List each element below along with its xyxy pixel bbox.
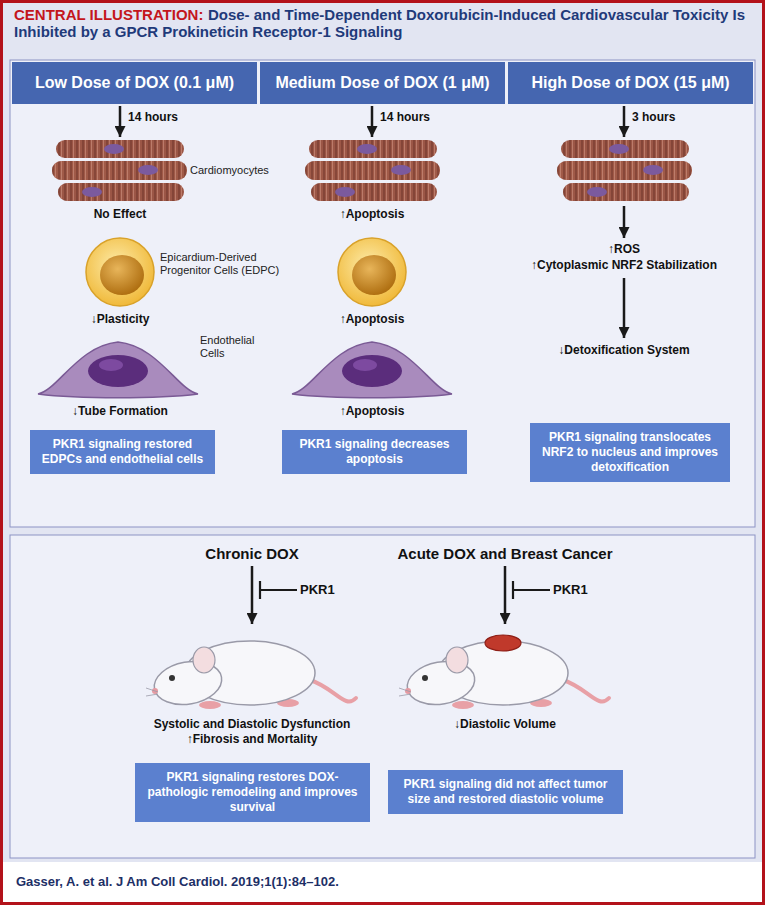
flow-arrow <box>623 106 626 137</box>
effect-label: ↑Cytoplasmic NRF2 Stabilization <box>504 258 744 273</box>
endothelial-cell-picture <box>38 342 198 398</box>
label-holder: Chronic DOX <box>142 545 362 563</box>
effect-label: No Effect <box>45 207 195 222</box>
finding-box: PKR1 signaling did not affect tumor size… <box>388 770 623 814</box>
effect-label: ↑Apoptosis <box>297 207 447 222</box>
label-holder: PKR1 <box>553 582 623 598</box>
progenitor-cell-picture <box>86 238 154 306</box>
label-holder: ↓Plasticity <box>45 312 195 327</box>
mouse-picture <box>146 641 356 710</box>
progenitor-cell-picture <box>338 238 406 306</box>
dose-heading: Medium Dose of DOX (1 μM) <box>275 74 489 92</box>
outcome-label: ↑Fibrosis and Mortality <box>122 732 382 747</box>
time-label: 14 hours <box>128 110 208 125</box>
inhibition-symbol <box>260 589 297 591</box>
label-holder: Acute DOX and Breast Cancer <box>365 545 645 563</box>
label-holder: ↓Detoxification System <box>504 343 744 358</box>
illustration-tag: CENTRAL ILLUSTRATION: <box>14 6 203 23</box>
flow-arrow <box>371 106 374 137</box>
label-holder: ↓Tube Formation <box>35 404 205 419</box>
cell-label: Epicardium-Derived Progenitor Cells (EDP… <box>160 251 285 277</box>
dose-heading: Low Dose of DOX (0.1 μM) <box>35 74 234 92</box>
effect-label: ↓Tube Formation <box>35 404 205 419</box>
effect-label: ↑Apoptosis <box>297 404 447 419</box>
label-holder: ↑Apoptosis <box>297 207 447 222</box>
finding-text: PKR1 signaling decreases apoptosis <box>291 437 458 467</box>
group-heading: Acute DOX and Breast Cancer <box>365 545 645 563</box>
label-holder: Epicardium-Derived Progenitor Cells (EDP… <box>160 251 285 277</box>
label-holder: ↑Cytoplasmic NRF2 Stabilization <box>504 258 744 273</box>
citation: Gasser, A. et al. J Am Coll Cardiol. 201… <box>16 874 746 889</box>
inhibition-symbol <box>513 589 550 591</box>
flow-arrow <box>119 106 122 137</box>
label-holder: ↑Apoptosis <box>297 312 447 327</box>
effect-label: ↑ROS <box>514 242 734 257</box>
finding-text: PKR1 signaling restored EDPCs and endoth… <box>39 437 206 467</box>
dose-header: High Dose of DOX (15 μM) <box>508 62 753 104</box>
endothelial-cell-picture <box>292 342 452 398</box>
finding-text: PKR1 signaling did not affect tumor size… <box>397 777 614 807</box>
label-holder: Endothelial Cells <box>200 334 272 360</box>
finding-box: PKR1 signaling restored EDPCs and endoth… <box>30 430 215 474</box>
label-holder: Systolic and Diastolic Dysfunction <box>122 717 382 732</box>
label-holder: PKR1 <box>300 582 370 598</box>
time-label: 3 hours <box>632 110 712 125</box>
label-holder: ↑ROS <box>514 242 734 257</box>
label-holder: Cardiomyocytes <box>190 164 282 177</box>
dose-header: Low Dose of DOX (0.1 μM) <box>12 62 257 104</box>
outcome-label: ↓Diastolic Volume <box>395 717 615 732</box>
cardiomyocyte-picture <box>52 140 187 201</box>
time-label: 14 hours <box>380 110 460 125</box>
dose-heading: High Dose of DOX (15 μM) <box>531 74 729 92</box>
effect-label: ↑Apoptosis <box>297 312 447 327</box>
cell-label: Endothelial Cells <box>200 334 272 360</box>
inhibitor-label: PKR1 <box>300 582 370 598</box>
background <box>3 3 762 862</box>
finding-text: PKR1 signaling translocates NRF2 to nucl… <box>539 430 721 475</box>
cell-label: Cardiomyocytes <box>190 164 282 177</box>
tumor-picture <box>485 635 521 651</box>
inhibitor-label: PKR1 <box>553 582 623 598</box>
finding-box: PKR1 signaling translocates NRF2 to nucl… <box>530 423 730 482</box>
inhibition-symbol <box>260 581 550 599</box>
label-holder: ↑Apoptosis <box>297 404 447 419</box>
flow-arrow <box>623 206 626 238</box>
label-holder: 14 hours <box>380 110 460 125</box>
outcome-label: Systolic and Diastolic Dysfunction <box>122 717 382 732</box>
label-holder: ↓Diastolic Volume <box>395 717 615 732</box>
effect-label: ↓Detoxification System <box>504 343 744 358</box>
flow-arrow <box>251 566 254 624</box>
label-holder: 14 hours <box>128 110 208 125</box>
inhibition-symbol <box>259 581 261 599</box>
cardiomyocyte-picture <box>557 140 692 201</box>
finding-text: PKR1 signaling restores DOX-pathologic r… <box>144 770 361 815</box>
label-holder: No Effect <box>45 207 195 222</box>
cardiomyocyte-picture <box>305 140 440 201</box>
background <box>10 60 755 527</box>
title-line: CENTRAL ILLUSTRATION:Dose- and Time-Depe… <box>14 6 751 40</box>
group-heading: Chronic DOX <box>142 545 362 563</box>
flow-arrow <box>623 278 626 338</box>
inhibition-symbol <box>512 581 514 599</box>
dose-header: Medium Dose of DOX (1 μM) <box>260 62 505 104</box>
finding-box: PKR1 signaling decreases apoptosis <box>282 430 467 474</box>
label-holder: ↑Fibrosis and Mortality <box>122 732 382 747</box>
label-holder: 3 hours <box>632 110 712 125</box>
flow-arrow <box>504 566 507 624</box>
finding-box: PKR1 signaling restores DOX-pathologic r… <box>135 763 370 822</box>
effect-label: ↓Plasticity <box>45 312 195 327</box>
background <box>10 535 755 858</box>
